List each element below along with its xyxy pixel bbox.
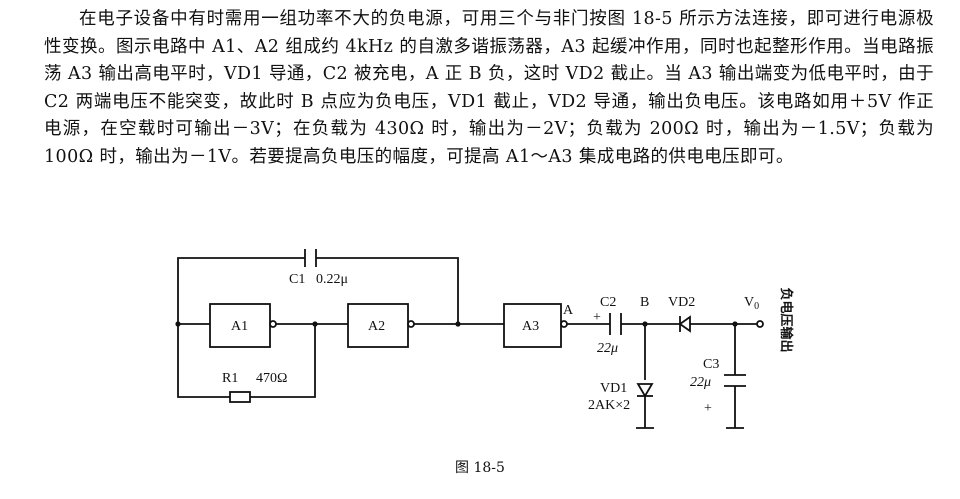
c2-label: C2 [600, 295, 616, 310]
diode-vd1 [636, 383, 654, 398]
body-paragraph: 在电子设备中有时需用一组功率不大的负电源，可用三个与非门按图 18-5 所示方法… [44, 9, 934, 167]
node-a-label: A [563, 303, 574, 318]
c3-label: C3 [703, 357, 719, 372]
gate-a3-label: A3 [522, 319, 539, 334]
c3-plus: + [704, 401, 712, 416]
diode-vd2 [678, 315, 691, 333]
c1-value: 0.22μ [316, 272, 348, 287]
gate-a2 [347, 303, 409, 348]
c1-label: C1 [289, 272, 305, 287]
gate-a2-label: A2 [368, 319, 385, 334]
figure-caption: 图 18-5 [455, 460, 505, 476]
wire-top-loop [177, 257, 459, 324]
gate-a2-bubble [407, 320, 415, 328]
gate-a1 [209, 303, 271, 348]
vd2-label: VD2 [668, 295, 695, 310]
vd1-label: VD1 [600, 381, 627, 396]
r1-label: R1 [222, 371, 238, 386]
gate-a3 [503, 303, 562, 348]
junction-dot [455, 321, 461, 327]
resistor-r1 [229, 391, 251, 403]
output-terminal [756, 320, 764, 328]
node-b-label: B [640, 295, 649, 310]
wire-r1-loop [177, 324, 316, 398]
c3-value: 22μ [690, 375, 711, 390]
c2-value: 22μ [597, 341, 618, 356]
junction-dot [175, 321, 181, 327]
vd1-value: 2AK×2 [588, 398, 630, 413]
c2-plus: + [593, 310, 601, 325]
output-label: 负电压输出 [778, 287, 794, 352]
junction-dot [312, 321, 318, 327]
gate-a1-label: A1 [231, 319, 248, 334]
gate-a3-bubble [560, 320, 568, 328]
gate-a1-bubble [269, 320, 277, 328]
vo-label: V0 [744, 295, 759, 312]
r1-value: 470Ω [256, 371, 287, 386]
